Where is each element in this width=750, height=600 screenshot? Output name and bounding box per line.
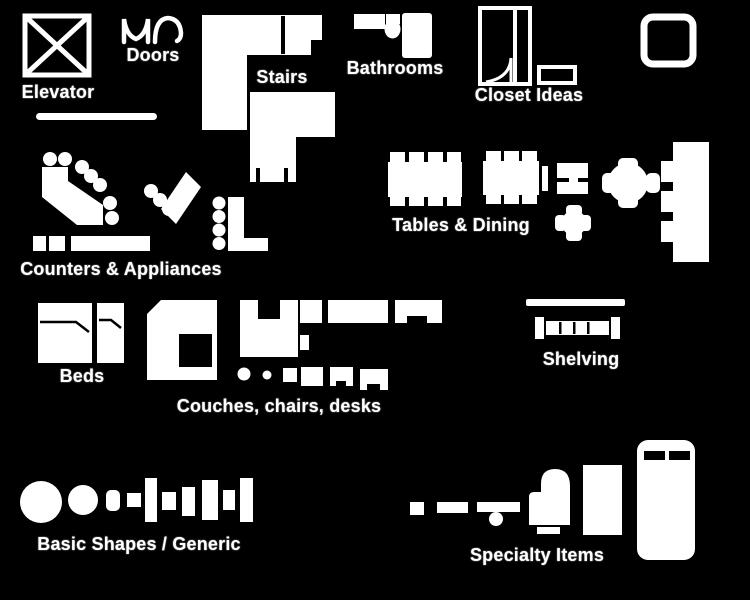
sofa-with-notch-icon[interactable] <box>240 300 298 357</box>
long-table-3-seats-icon[interactable] <box>661 142 709 262</box>
single-bed-icon[interactable] <box>97 303 124 363</box>
toilet-icon[interactable] <box>384 14 401 39</box>
rounded-bar-icon[interactable] <box>106 490 120 511</box>
square-stool-icon[interactable] <box>283 368 297 382</box>
section-label-couches: Couches, chairs, desks <box>176 396 382 416</box>
double-bed-icon[interactable] <box>38 303 92 363</box>
desk-with-chair-gap-icon[interactable] <box>395 300 442 323</box>
section-label-closet: Closet Ideas <box>474 85 584 105</box>
appliance-small-icon[interactable] <box>33 236 46 251</box>
section-label-doors: Doors <box>126 45 180 65</box>
section-label-basic: Basic Shapes / Generic <box>37 534 241 554</box>
appliance-wide-icon[interactable] <box>71 236 150 251</box>
double-door-swing-icon[interactable] <box>121 18 151 45</box>
section-label-counters: Counters & Appliances <box>20 259 222 279</box>
elevator-crossed-box-icon[interactable] <box>22 13 92 78</box>
bar-counter-with-stools-icon[interactable] <box>212 196 269 252</box>
closet-with-door-icon[interactable] <box>478 6 532 86</box>
short-bar-icon[interactable] <box>162 492 176 510</box>
medium-bar-icon[interactable] <box>182 487 195 516</box>
small-stool-icon[interactable] <box>262 370 272 380</box>
section-label-beds: Beds <box>59 366 105 386</box>
tall-bar-icon[interactable] <box>145 478 157 522</box>
section-label-elevator: Elevator <box>21 82 95 102</box>
grand-piano-icon[interactable] <box>529 469 570 534</box>
wide-bar-icon[interactable] <box>202 480 218 520</box>
l-shaped-stairs-lower-icon[interactable] <box>250 92 335 182</box>
single-door-swing-icon[interactable] <box>152 15 184 45</box>
table-for-two-icon[interactable] <box>557 163 588 194</box>
pool-table-icon[interactable] <box>583 465 622 535</box>
thin-shelf-icon[interactable] <box>526 299 625 306</box>
section-label-shelving: Shelving <box>542 349 620 369</box>
sink-icon[interactable] <box>354 14 385 29</box>
sectional-sofa-icon[interactable] <box>147 300 217 380</box>
section-label-stairs: Stairs <box>256 67 308 87</box>
vehicle-top-view-icon[interactable] <box>637 440 695 560</box>
shelf-box-icon[interactable] <box>537 65 577 85</box>
rounded-cabinet-icon[interactable] <box>640 13 697 68</box>
wide-desk-icon[interactable] <box>328 300 388 323</box>
square-icon[interactable] <box>127 493 141 507</box>
dining-table-6-seats-icon[interactable] <box>483 151 548 204</box>
small-box-icon[interactable] <box>410 502 424 515</box>
bathtub-icon[interactable] <box>402 13 432 58</box>
section-label-bathrooms: Bathrooms <box>346 58 444 78</box>
bracket-shelf-icon[interactable] <box>535 317 620 339</box>
small-desk-icon[interactable] <box>300 300 322 350</box>
tall-bar-2-icon[interactable] <box>240 478 253 522</box>
l-counter-with-stools-icon[interactable] <box>42 152 119 225</box>
appliance-medium-icon[interactable] <box>49 236 65 251</box>
counter-with-sink-icon[interactable] <box>477 502 520 526</box>
small-circle-icon[interactable] <box>68 485 98 515</box>
low-cabinet-icon[interactable] <box>437 502 468 513</box>
short-bar-2-icon[interactable] <box>223 490 235 510</box>
section-label-tables: Tables & Dining <box>392 215 530 235</box>
l-shaped-stairs-upper-icon[interactable] <box>202 15 322 130</box>
round-table-4-seats-icon[interactable] <box>602 158 660 208</box>
armchair-with-feet-icon[interactable] <box>330 367 353 386</box>
small-round-table-4-seats-icon[interactable] <box>555 205 591 241</box>
large-circle-icon[interactable] <box>20 481 62 523</box>
section-label-specialty: Specialty Items <box>469 545 605 565</box>
round-stool-icon[interactable] <box>237 367 251 381</box>
wall-segment-icon[interactable] <box>36 113 157 120</box>
armchair-icon[interactable] <box>301 367 323 386</box>
diagonal-counter-with-stools-icon[interactable] <box>144 172 201 224</box>
dining-table-8-seats-icon[interactable] <box>388 152 462 206</box>
wide-armchair-icon[interactable] <box>360 369 388 390</box>
